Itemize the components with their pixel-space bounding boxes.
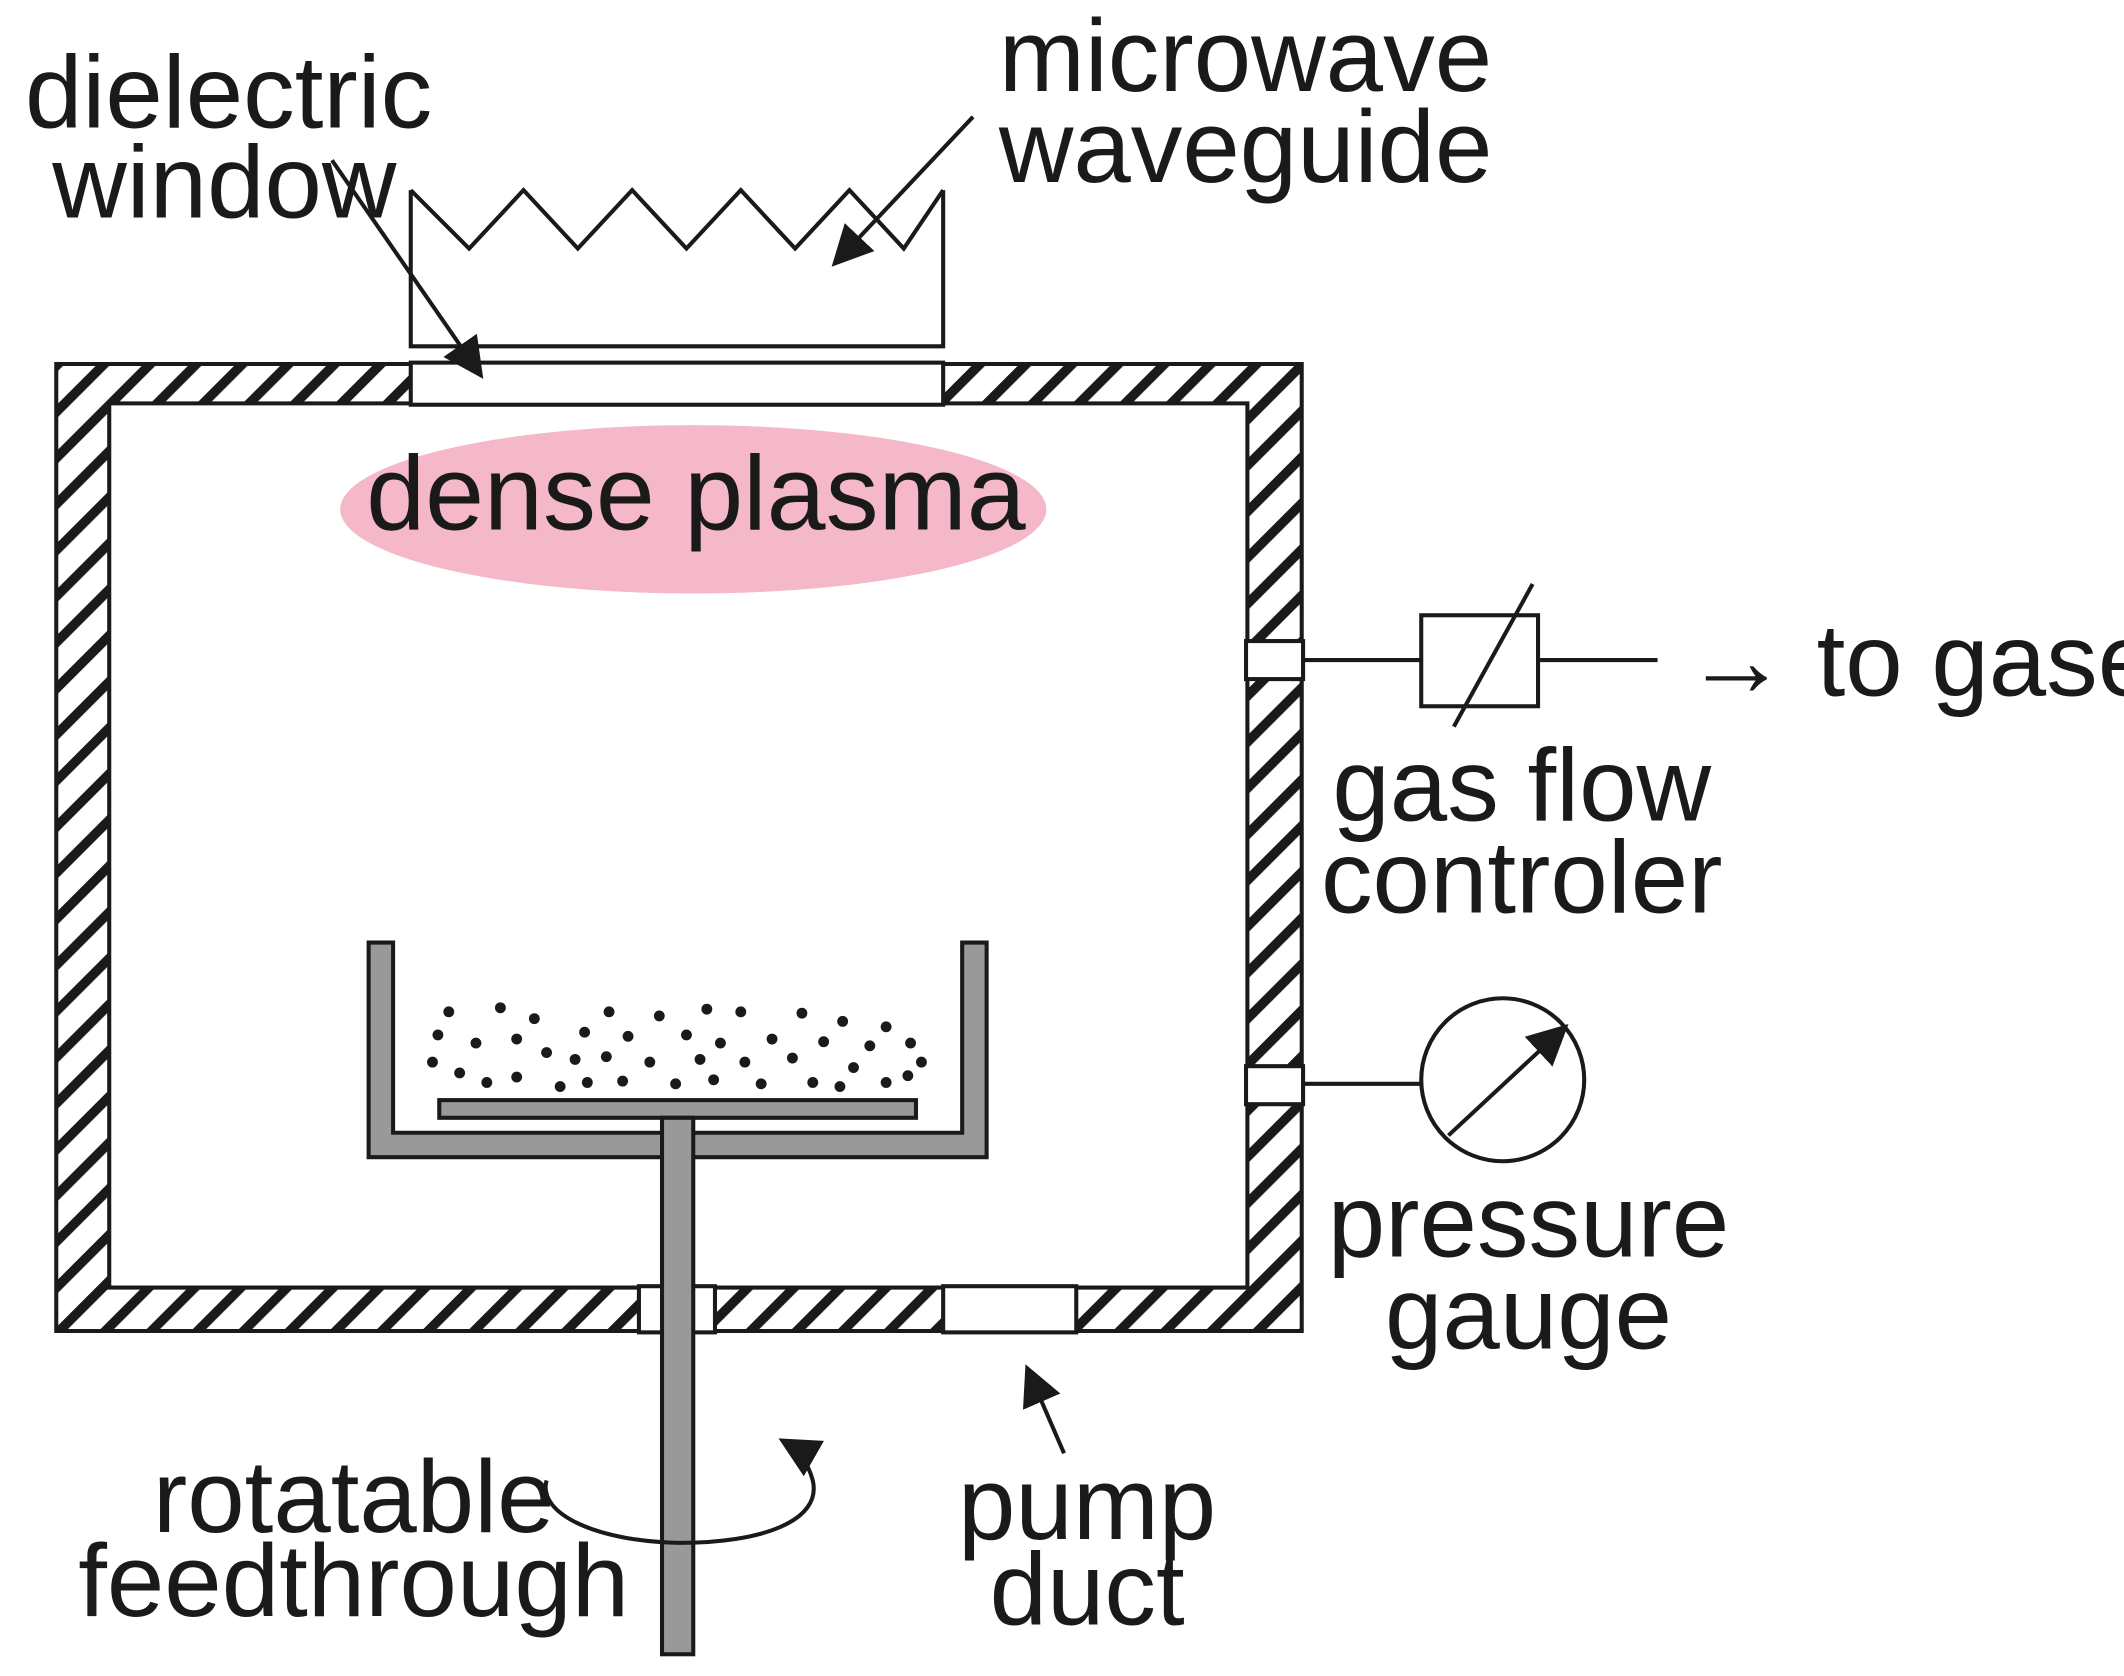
chamber-wall xyxy=(54,360,1306,1335)
powder-particles xyxy=(427,1002,927,1092)
pump-duct-arrow xyxy=(1022,1364,1066,1455)
rotatable-feedthrough-label-2: feedthrough xyxy=(78,1523,629,1638)
wall-top-opening xyxy=(408,360,946,407)
dielectric-window-label-1: dielectric xyxy=(25,35,432,150)
dense-plasma-label: dense plasma xyxy=(366,435,1026,553)
dielectric-window-arrow xyxy=(330,159,484,379)
sample-holder xyxy=(366,940,989,1160)
dense-plasma xyxy=(340,425,1047,594)
gauge-dial xyxy=(1419,996,1587,1164)
pressure-gauge-label-1: pressure xyxy=(1328,1163,1730,1278)
gas-flow-controller xyxy=(1301,583,1658,728)
microwave-waveguide-label-1: microwave xyxy=(999,0,1492,113)
pressure-gauge-label-2: gauge xyxy=(1385,1256,1672,1371)
pressure-gauge xyxy=(1301,996,1587,1164)
gas-flow-controller-label-2: controler xyxy=(1321,820,1723,935)
controller-box xyxy=(1419,613,1541,709)
gas-flow-controller-label-1: gas flow xyxy=(1332,727,1711,842)
gas-port xyxy=(1243,639,1306,682)
substrate-plate xyxy=(437,1098,919,1120)
microwave-waveguide-label-2: waveguide xyxy=(998,89,1493,204)
rotatable-feedthrough-label-1: rotatable xyxy=(153,1439,555,1554)
pump-duct-label-1: pump xyxy=(958,1446,1216,1561)
dielectric-window-label-2: window xyxy=(51,124,397,239)
rotation-arrow-icon xyxy=(543,1438,825,1545)
pump-duct-opening xyxy=(941,1284,1079,1335)
pump-duct-label-2: duct xyxy=(990,1531,1185,1646)
microwave-waveguide xyxy=(408,187,946,349)
gauge-needle-icon xyxy=(1447,1023,1569,1137)
feedthrough-shaft xyxy=(659,1115,696,1657)
gauge-port xyxy=(1243,1064,1306,1107)
to-gases-label: → to gases xyxy=(1685,602,2124,717)
microwave-waveguide-arrow xyxy=(831,115,975,267)
